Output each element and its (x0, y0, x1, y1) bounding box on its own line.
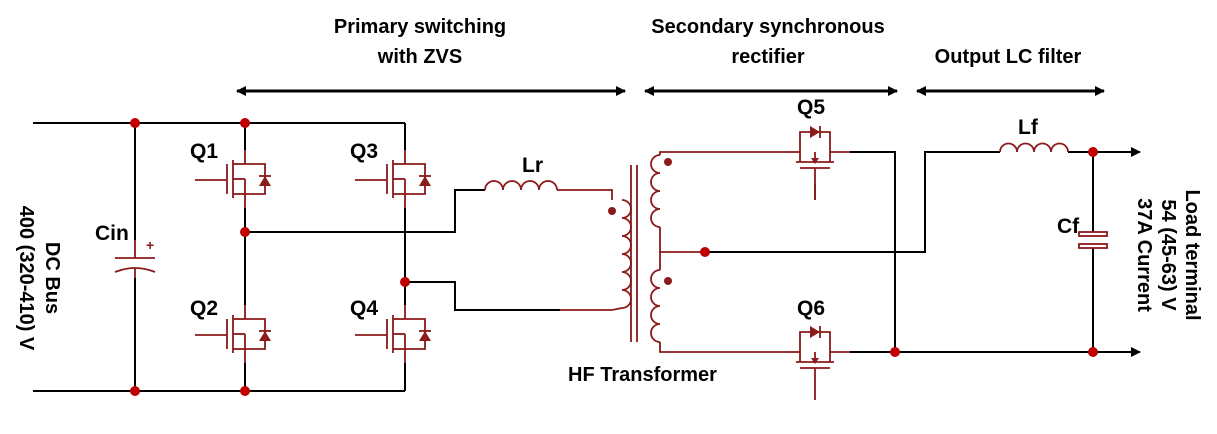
dc-bus-line2: 400 (320-410) V (15, 206, 37, 351)
mosfet-q5 (790, 126, 850, 200)
mosfet-q4 (355, 305, 431, 363)
label-q3: Q3 (350, 140, 378, 163)
load-terminal-label: Load terminal 54 (45-63) V 37A Current (1133, 189, 1203, 320)
label-cf: Cf (1057, 215, 1080, 238)
load-line2: 54 (45-63) V (1157, 199, 1179, 311)
label-lf: Lf (1018, 116, 1039, 139)
label-cin: Cin (95, 222, 129, 245)
label-q4: Q4 (350, 297, 378, 320)
junction-dots (130, 118, 1098, 396)
lr-inductor (484, 180, 613, 200)
transformer-core (630, 165, 638, 342)
label-q6: Q6 (797, 297, 825, 320)
section-secondary-line1: Secondary synchronous (651, 16, 884, 38)
primary-wiring (33, 122, 560, 392)
label-q5: Q5 (797, 96, 825, 119)
mosfet-q3 (355, 150, 431, 208)
dc-bus-label: DC Bus 400 (320-410) V (15, 206, 63, 351)
section-primary-line1: Primary switching (334, 16, 506, 38)
mosfet-q2 (195, 305, 271, 363)
load-line1: Load terminal (1181, 189, 1203, 320)
secondary-wiring (705, 147, 1141, 357)
transformer-secondary (650, 151, 790, 353)
transformer-primary (560, 199, 632, 311)
svg-text:+: + (146, 237, 154, 253)
lf-inductor (999, 142, 1069, 153)
label-q1: Q1 (190, 140, 218, 163)
section-primary-line2: with ZVS (377, 46, 462, 68)
dc-bus-line1: DC Bus (41, 242, 63, 314)
section-filter: Output LC filter (935, 46, 1082, 68)
mosfet-q1 (195, 150, 271, 208)
mosfet-q6 (790, 326, 850, 400)
label-transformer: HF Transformer (568, 364, 717, 386)
label-lr: Lr (522, 154, 543, 177)
cin-capacitor: + (114, 237, 156, 278)
load-line3: 37A Current (1133, 198, 1155, 312)
cf-capacitor (1078, 231, 1108, 249)
label-q2: Q2 (190, 297, 218, 320)
section-secondary-line2: rectifier (731, 46, 805, 68)
